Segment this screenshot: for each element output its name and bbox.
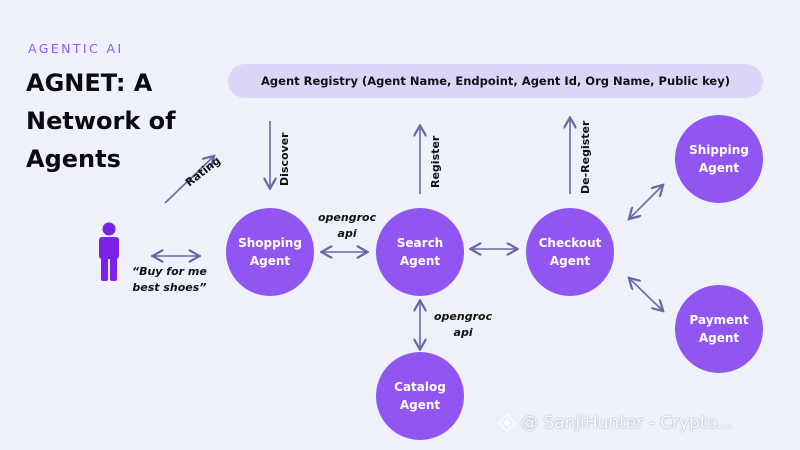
deregister-label: De-Register <box>579 120 592 194</box>
watermark: @ SanjiHunter - Crypto... <box>498 413 733 433</box>
user-icon <box>99 222 119 281</box>
page-title: AGNET: A Network of Agents <box>26 69 176 173</box>
shopping-agent-node: Shopping Agent <box>226 208 314 296</box>
eyebrow-label: AGENTIC AI <box>28 41 124 56</box>
register-label: Register <box>429 135 442 188</box>
discover-label: Discover <box>278 132 291 186</box>
payment-agent-node: Payment Agent <box>675 285 763 373</box>
api-label-bottom: opengroc api <box>434 310 493 339</box>
checkout-shipping-arrow <box>630 186 662 218</box>
shipping-agent-node: Shipping Agent <box>675 115 763 203</box>
checkout-payment-arrow <box>630 279 662 310</box>
agent-registry-bar: Agent Registry (Agent Name, Endpoint, Ag… <box>228 64 763 98</box>
catalog-agent-node: Catalog Agent <box>376 352 464 440</box>
api-label-top: opengroc api <box>318 211 377 240</box>
rating-arrow <box>164 157 213 204</box>
diamond-logo-icon <box>498 414 516 432</box>
user-quote: “Buy for me best shoes” <box>132 265 207 294</box>
agent-registry-label: Agent Registry (Agent Name, Endpoint, Ag… <box>261 74 730 88</box>
watermark-text: @ SanjiHunter - Crypto... <box>521 413 733 433</box>
checkout-agent-node: Checkout Agent <box>526 208 614 296</box>
search-agent-node: Search Agent <box>376 208 464 296</box>
